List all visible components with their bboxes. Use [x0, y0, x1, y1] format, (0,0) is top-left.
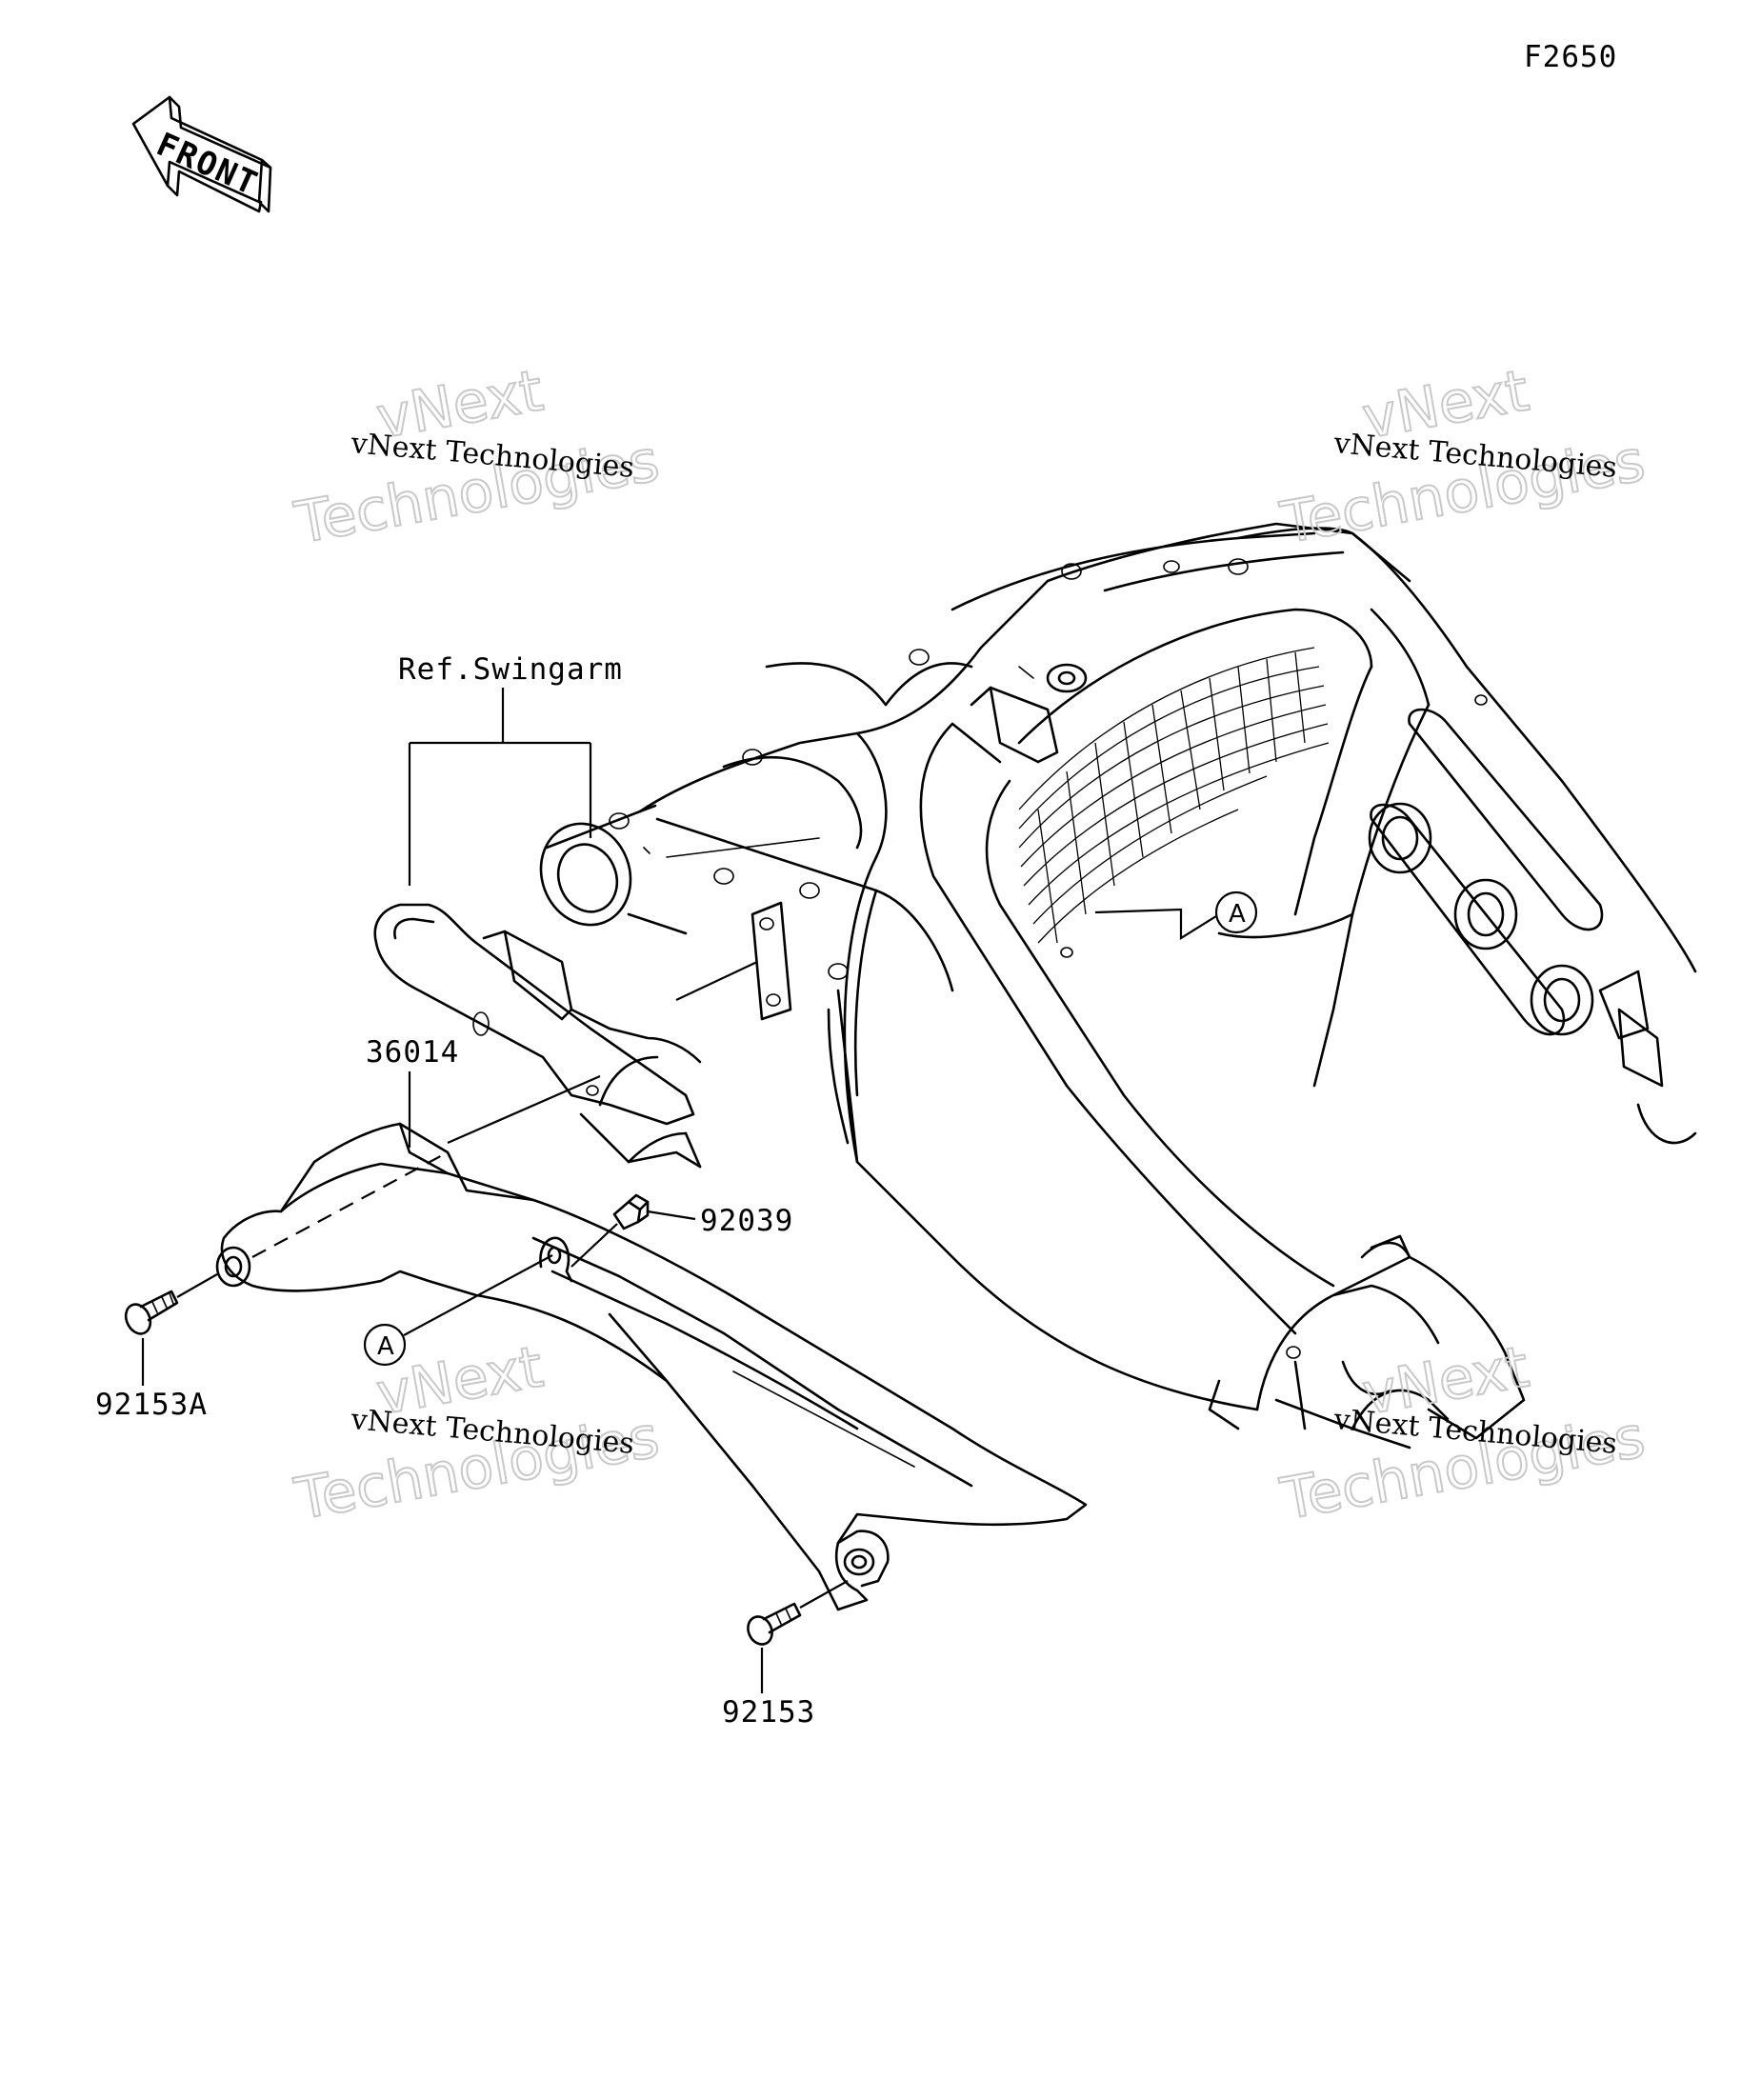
swingarm-reference	[539, 522, 1697, 1450]
connector-a-right: A	[1094, 890, 1258, 940]
watermark-bottom-left: vNext Technologies vNext Technologies	[289, 1332, 665, 1534]
ref-swingarm-callout: Ref.Swingarm	[398, 652, 623, 886]
chain-cover-36014-part	[215, 1122, 1088, 1611]
connector-a-right-label: A	[1229, 900, 1246, 929]
callout-92039: 92039	[700, 1204, 793, 1238]
guide-to-bracket-leader	[675, 961, 758, 1001]
figure-code: F2650	[1524, 40, 1617, 74]
bolt-92153-icon	[747, 1602, 802, 1646]
ref-swingarm-label: Ref.Swingarm	[398, 652, 623, 687]
connector-a-left-label: A	[377, 1332, 394, 1361]
bolt-92039-leader	[647, 1210, 696, 1221]
callout-92153a: 92153A	[95, 1388, 208, 1422]
bolt-92153a-link-leader	[176, 1273, 218, 1298]
chain-guide-part	[373, 903, 702, 1169]
front-direction-arrow-icon: FRONT	[131, 95, 272, 213]
connector-a-left: A	[363, 1254, 553, 1367]
bolt-92153a-icon	[124, 1290, 179, 1335]
bolt-92039-to-tab-leader	[570, 1223, 618, 1268]
bolt-92153-link-leader	[799, 1580, 849, 1609]
watermark-bottom-right: vNext Technologies vNext Technologies	[1274, 1332, 1651, 1534]
collar-bolt-92039-icon	[612, 1193, 650, 1230]
callout-92153: 92153	[722, 1695, 815, 1730]
watermark-top-left: vNext Technologies vNext Technologies	[289, 356, 665, 558]
cover-guide-link-leader	[447, 1074, 601, 1145]
mesh-grid-icon	[1018, 647, 1330, 944]
watermark-top-right: vNext Technologies vNext Technologies	[1274, 356, 1651, 558]
callout-36014: 36014	[366, 1035, 459, 1070]
cover-to-guide-dashed-leader	[251, 1151, 449, 1258]
